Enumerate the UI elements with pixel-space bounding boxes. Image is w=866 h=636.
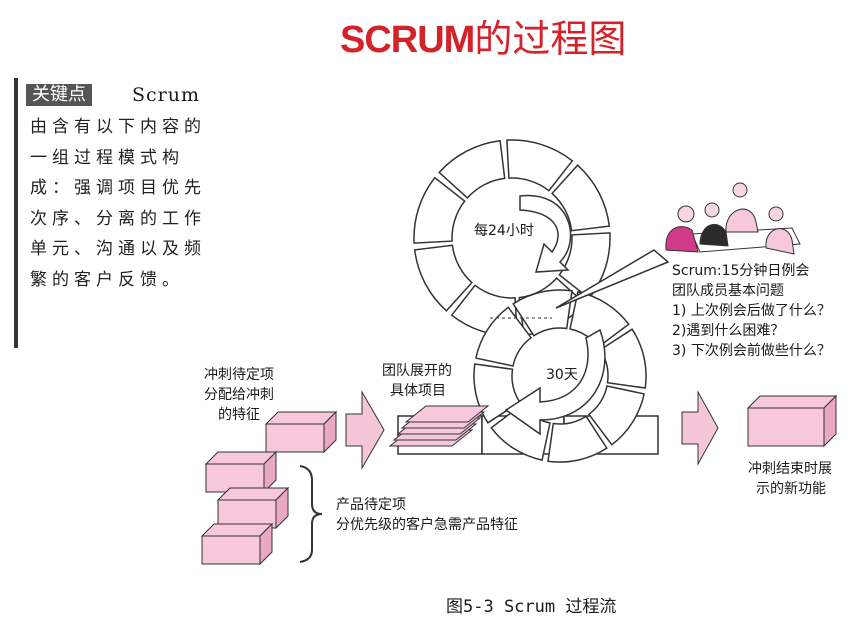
key-point-tag: 关键点 xyxy=(26,84,92,106)
key-point-bar xyxy=(14,78,18,348)
new-function-box xyxy=(746,394,838,448)
arrow-to-result xyxy=(681,390,719,466)
daily-cycle-arrow xyxy=(519,194,572,273)
sprint-backlog-line-1: 冲刺待定项 xyxy=(204,367,274,383)
sprint-cycle-arrow xyxy=(504,328,606,436)
meeting-callout xyxy=(555,249,670,309)
meeting-question-1: 1) 上次例会后做了什么？ xyxy=(672,303,831,319)
meeting-subtitle: 团队成员基本问题 xyxy=(672,283,784,299)
backlog-brace xyxy=(299,465,323,563)
key-point-title: Scrum xyxy=(132,84,200,106)
task-sheets xyxy=(388,405,490,447)
sprint-backlog-box xyxy=(264,410,338,454)
title-chinese: 的过程图 xyxy=(474,17,627,61)
sprint-backlog-line-3: 的特征 xyxy=(218,407,260,423)
new-function-line-1: 冲刺结束时展 xyxy=(748,461,832,477)
team-tasks-line-1: 团队展开的 xyxy=(382,363,452,379)
meeting-people-illustration xyxy=(665,182,801,255)
team-tasks-line-2: 具体项目 xyxy=(390,383,446,399)
label-every-24h: 每24小时 xyxy=(474,223,534,239)
title-scrum: SCRUM xyxy=(340,19,475,61)
meeting-title: Scrum:15分钟日例会 xyxy=(672,263,810,279)
product-backlog-box-3 xyxy=(200,522,274,566)
figure-caption: 图5-3 Scrum 过程流 xyxy=(446,597,617,617)
product-backlog-line-1: 产品待定项 xyxy=(336,497,406,513)
new-function-line-2: 示的新功能 xyxy=(756,481,826,497)
meeting-question-3: 3) 下次例会前做些什么？ xyxy=(672,343,831,359)
backlog-boxes xyxy=(200,394,838,566)
key-point-body: 由含有以下内容的一组过程模式构成：强调项目优先次序、分离的工作单元、沟通以及频繁… xyxy=(30,117,206,290)
arrow-to-team xyxy=(345,390,385,470)
sprint-cycle-ring xyxy=(473,289,647,463)
label-30-days: 30天 xyxy=(546,367,578,383)
product-backlog-box-1 xyxy=(204,450,278,494)
product-backlog-box-2 xyxy=(216,486,290,530)
sprint-backlog-line-2: 分配给冲刺 xyxy=(204,387,274,403)
page-title: SCRUM的过程图 xyxy=(340,16,626,63)
product-backlog-line-2: 分优先级的客户急需产品特征 xyxy=(336,517,518,533)
meeting-question-2: 2)遇到什么困难？ xyxy=(672,323,785,339)
